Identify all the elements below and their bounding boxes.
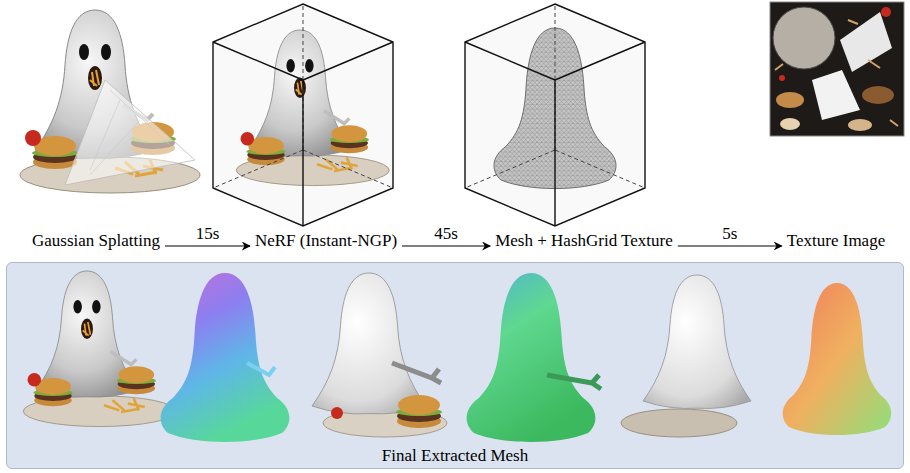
shaded-render-part <box>643 275 751 409</box>
normal-render <box>783 283 891 435</box>
normal-render <box>161 273 290 442</box>
normal-render-part <box>547 375 601 389</box>
normal-render <box>467 273 601 442</box>
shaded-render-part <box>312 273 426 414</box>
time-label: 15s <box>196 224 220 244</box>
flow-arrow <box>678 245 782 246</box>
shaded-render-part <box>331 407 343 419</box>
texture-atlas-part <box>881 7 891 17</box>
nerf-cube-part <box>213 42 393 226</box>
texture-atlas-part <box>775 20 898 126</box>
texture-atlas-part <box>770 2 904 136</box>
gaussian-splat-render <box>20 10 200 193</box>
stage-name: Gaussian Splatting <box>32 231 160 251</box>
time-label-holder: 45s <box>432 224 460 244</box>
texture-atlas-part <box>773 7 835 69</box>
gaussian-splat-render-part <box>65 80 195 185</box>
mesh-renders <box>7 263 903 468</box>
nerf-cube <box>213 4 393 226</box>
stage-name: Texture Image <box>787 231 885 251</box>
color-render-part <box>23 271 176 427</box>
normal-render-part <box>161 273 290 442</box>
texture-atlas <box>770 2 904 136</box>
stage-label: Gaussian Splatting <box>29 231 163 251</box>
shaded-render <box>621 275 751 437</box>
texture-atlas-part <box>840 12 892 72</box>
time-label-holder: 5s <box>720 224 739 244</box>
texture-atlas-part <box>780 118 800 130</box>
nerf-cube-part <box>213 4 393 226</box>
normal-render-part <box>467 273 596 442</box>
time-label: 5s <box>722 224 737 244</box>
shaded-render-part <box>392 363 441 383</box>
mesh-cube-part <box>465 42 645 226</box>
texture-atlas-part <box>779 75 785 81</box>
stage-name: Mesh + HashGrid Texture <box>495 231 673 251</box>
normal-render-part <box>783 283 891 435</box>
stage-label: NeRF (Instant-NGP) <box>252 231 400 251</box>
stage-label: Mesh + HashGrid Texture <box>492 231 676 251</box>
shaded-render-part <box>621 409 737 437</box>
stage-label: Texture Image <box>784 231 888 251</box>
color-render <box>23 271 176 427</box>
texture-atlas-part <box>776 92 804 108</box>
shaded-render <box>312 273 447 437</box>
mesh-cube-part <box>465 4 645 226</box>
mesh-cube <box>465 4 645 226</box>
time-label: 45s <box>434 224 458 244</box>
result-panel: Final Extracted Mesh <box>6 262 904 469</box>
normal-render-part <box>247 363 275 375</box>
gaussian-splat-render-part <box>90 90 170 175</box>
panel-caption: Final Extracted Mesh <box>382 446 528 466</box>
texture-atlas-part <box>812 70 860 120</box>
nerf-cube-part <box>213 4 393 226</box>
flow-arrow <box>402 245 490 246</box>
gaussian-splat-render-part <box>20 10 200 193</box>
shaded-render-part <box>396 395 442 428</box>
texture-atlas-part <box>848 119 872 131</box>
flow-arrow <box>165 245 250 246</box>
texture-atlas-part <box>862 86 894 104</box>
stage-name: NeRF (Instant-NGP) <box>255 231 397 251</box>
time-label-holder: 15s <box>194 224 222 244</box>
mesh-cube-part <box>465 4 645 226</box>
